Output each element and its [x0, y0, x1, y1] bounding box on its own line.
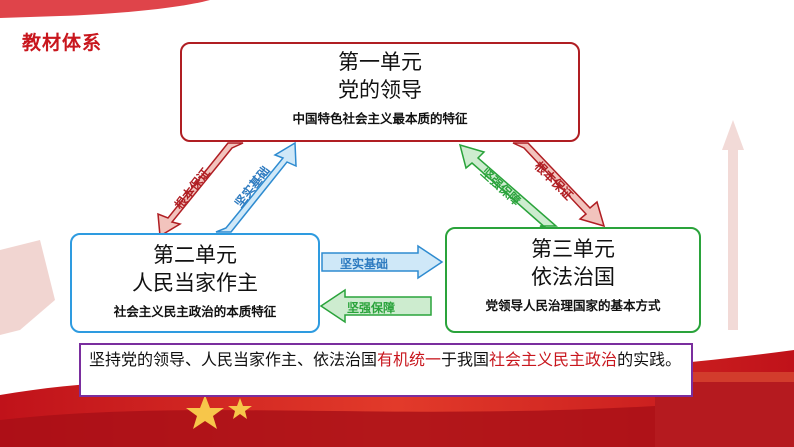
unit3-title: 第三单元	[531, 237, 615, 261]
unit2-box: 第二单元 人民当家作主 社会主义民主政治的本质特征	[70, 233, 320, 333]
arrow-u2-to-u1	[215, 141, 297, 233]
arrow-label-u2-to-u3: 坚实基础	[340, 257, 389, 271]
header-title: 教材体系	[22, 32, 103, 54]
unit2-name: 人民当家作主	[132, 271, 258, 295]
arrow-u2-to-u3	[321, 244, 444, 280]
summary-box: 坚持党的领导、人民当家作主、依法治国有机统一于我国社会主义民主政治的实践。	[79, 343, 693, 397]
summary-highlight-1: 有机统一	[377, 350, 442, 369]
unit2-description: 社会主义民主政治的本质特征	[113, 304, 277, 319]
summary-text-3: 的实践。	[617, 350, 682, 369]
unit1-name: 党的领导	[338, 78, 422, 102]
unit3-box: 第三单元 依法治国 党领导人民治理国家的基本方式	[445, 227, 701, 333]
arrow-label-u3-to-u2: 坚强保障	[347, 301, 396, 315]
unit1-description: 中国特色社会主义最本质的特征	[292, 111, 468, 126]
arrow-u1-to-u3	[512, 142, 606, 228]
summary-text-2: 于我国	[441, 350, 490, 369]
unit1-title: 第一单元	[338, 50, 422, 74]
arrow-u3-to-u2	[319, 288, 432, 324]
unit1-box: 第一单元 党的领导 中国特色社会主义最本质的特征	[180, 42, 580, 142]
unit3-name: 依法治国	[531, 265, 615, 289]
unit3-description: 党领导人民治理国家的基本方式	[485, 298, 661, 313]
summary-text-1: 坚持党的领导、人民当家作主、依法治国	[89, 350, 378, 369]
summary-highlight-2: 社会主义民主政治	[489, 350, 618, 369]
unit2-title: 第二单元	[153, 243, 237, 267]
arrow-u3-to-u1	[458, 143, 559, 231]
